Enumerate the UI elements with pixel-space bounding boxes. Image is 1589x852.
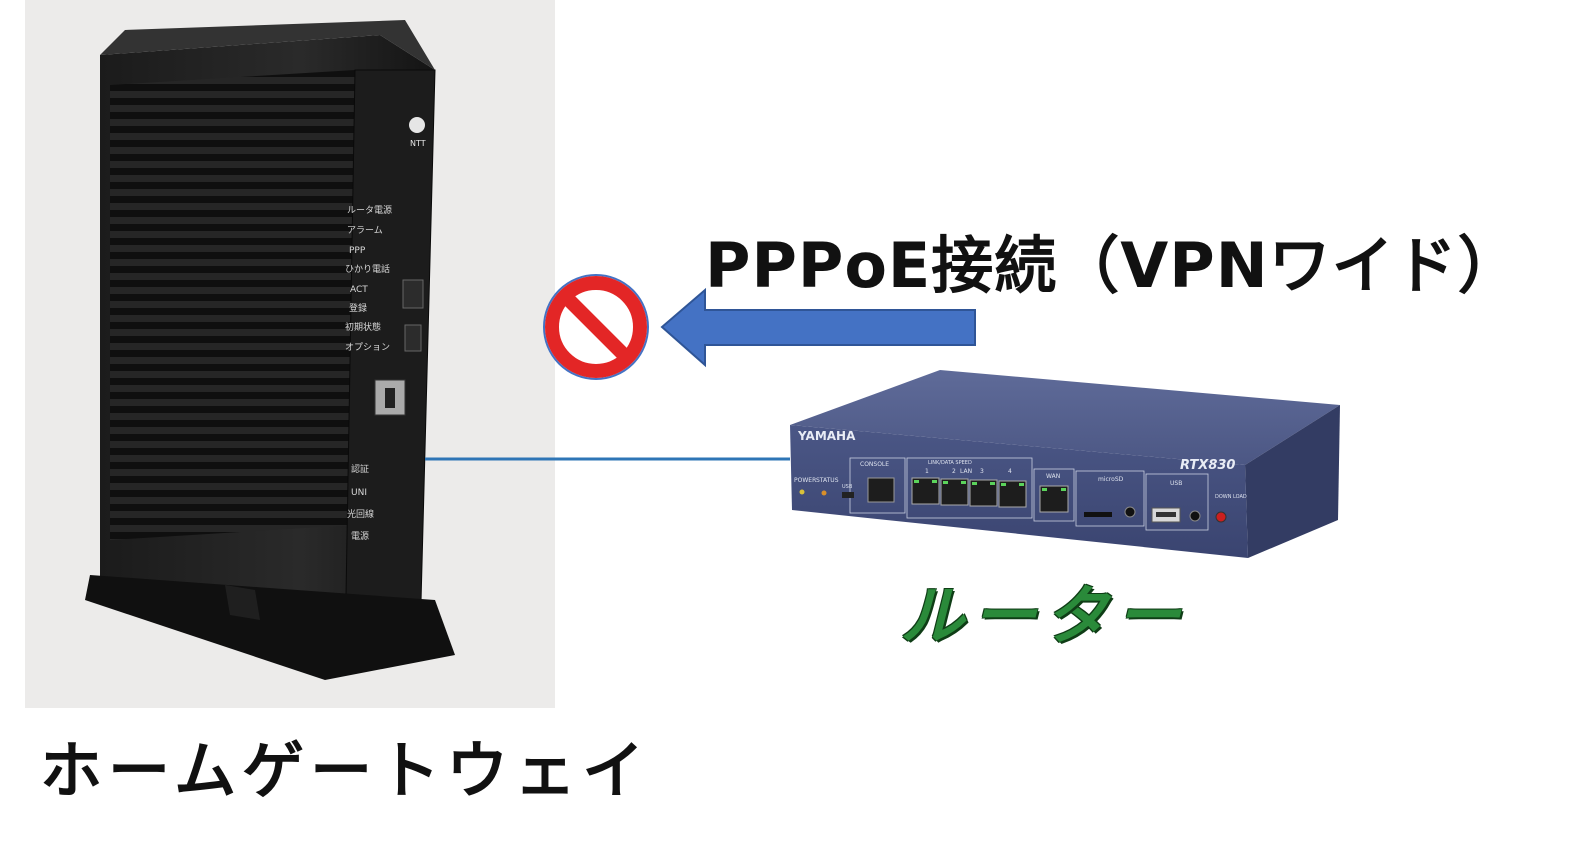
router-brand: YAMAHA [797,429,856,443]
usb-button-icon [1189,510,1201,522]
router-side [1245,405,1340,558]
gateway-vents [110,70,355,540]
status-led-icon [821,490,827,496]
router-top [790,370,1340,465]
gateway-stand [85,575,455,680]
microsd-section [1075,470,1145,527]
ntt-logo-icon [409,117,425,133]
microsd-label: microSD [1098,476,1124,483]
download-button-icon [1215,511,1227,523]
console-port-icon [867,477,895,503]
download-label: DOWN LOAD [1215,494,1247,500]
microsd-button-icon [1124,506,1136,518]
power-led-icon [799,489,805,495]
lan-number: 3 [980,468,984,475]
usb-small-label: USB [842,484,853,490]
status-label: STATUS [816,477,839,484]
lan-number: 4 [1008,468,1012,475]
gateway-indicator-list: ルータ電源 アラーム PPP ひかり電話 ACT 登録 初期状態 オプション [345,205,392,353]
lan-header-label: LINK/DATA SPEED [928,460,972,466]
indicator-label: ACT [350,285,368,295]
router-model: RTX830 [1180,458,1235,473]
lan-number: 1 [925,468,929,475]
lan-section [906,457,1033,519]
gateway-port-slot [385,388,395,408]
prohibited-icon [543,274,649,380]
wan-section [1033,468,1075,522]
power-label: POWER [794,477,816,484]
gateway-button [402,279,424,309]
indicator-label: 電源 [351,531,369,542]
indicator-label: 認証 [351,463,369,475]
indicator-label: オプション [345,342,390,353]
gateway-button [404,324,422,352]
home-gateway-drawing: NTT ルータ電源 アラーム PPP ひかり電話 ACT 登録 初期状態 オプシ… [85,20,455,680]
indicator-label: ひかり電話 [345,263,390,275]
gateway-top [100,20,435,70]
lan-number: 2 [952,468,956,475]
indicator-label: 初期状態 [345,321,381,333]
console-section [849,457,906,514]
console-label: CONSOLE [860,461,889,468]
indicator-label: 光回線 [347,508,374,520]
indicator-label: PPP [349,246,366,256]
home-gateway-label: ホームゲートウェイ [40,734,651,807]
microsd-slot-icon [1084,512,1112,517]
gateway-stand-detail [225,585,260,620]
router-image: YAMAHA RTX830 POWER STATUS CONSOLE USB L… [790,370,1340,558]
indicator-label: アラーム [347,225,383,236]
router-label: ルーター [900,580,1188,654]
usb-section [1145,473,1209,531]
indicator-label: ルータ電源 [347,205,392,216]
indicator-label: UNI [351,488,367,498]
gateway-lower-indicator-list: 認証 UNI 光回線 電源 [347,463,374,542]
usb-label: USB [1170,480,1182,487]
mini-usb-port-icon [842,492,854,498]
connection-label: PPPoE接続（VPNワイド） [705,229,1521,302]
indicator-label: 登録 [349,302,367,314]
wan-label: WAN [1046,473,1060,480]
gateway-brand: NTT [410,139,426,148]
lan-ports [911,477,1027,508]
home-gateway-image: NTT ルータ電源 アラーム PPP ひかり電話 ACT 登録 初期状態 オプシ… [25,0,555,708]
lan-label: LAN [960,468,972,475]
left-arrow-icon [660,287,976,368]
